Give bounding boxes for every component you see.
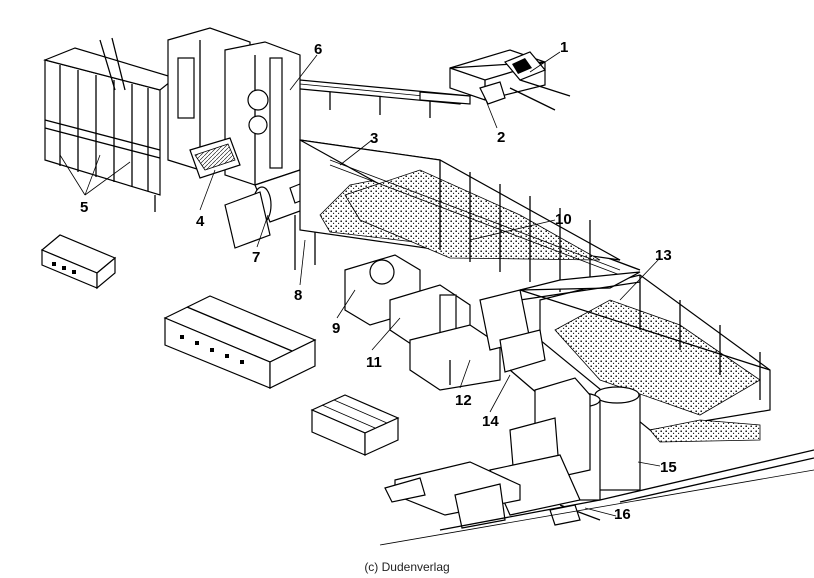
label-5: 5	[80, 199, 88, 216]
copyright-credit: (c) Dudenverlag	[364, 560, 450, 574]
label-group: 1 2 3 4 5 6 7 8 9 10 11 12 13 14 15 16	[80, 39, 677, 523]
loading-yard	[384, 449, 814, 531]
label-12: 12	[455, 392, 472, 409]
label-15: 15	[660, 459, 677, 476]
storage-hall-2	[519, 271, 771, 443]
cement-silos	[489, 377, 641, 521]
label-8: 8	[294, 287, 302, 304]
label-13: 13	[655, 247, 672, 264]
label-14: 14	[482, 413, 499, 430]
label-4: 4	[196, 213, 205, 230]
label-7: 7	[252, 249, 260, 266]
label-1: 1	[560, 39, 568, 56]
garage-building	[310, 394, 400, 456]
silos-group	[43, 37, 177, 212]
label-9: 9	[332, 320, 340, 337]
ground-line	[379, 469, 814, 546]
office-building-small	[40, 234, 117, 290]
label-6: 6	[314, 41, 322, 58]
label-16: 16	[614, 506, 631, 523]
label-3: 3	[370, 130, 378, 147]
workshop-building	[163, 295, 317, 389]
quarry-crusher-group	[449, 49, 571, 111]
main-process-building	[167, 27, 301, 186]
leader-lines	[59, 51, 661, 517]
label-11: 11	[366, 354, 382, 371]
label-2: 2	[497, 129, 505, 146]
cement-mills	[344, 254, 546, 401]
storage-hall-1	[299, 139, 641, 302]
label-10: 10	[555, 211, 572, 228]
belt-conveyor	[288, 79, 472, 118]
